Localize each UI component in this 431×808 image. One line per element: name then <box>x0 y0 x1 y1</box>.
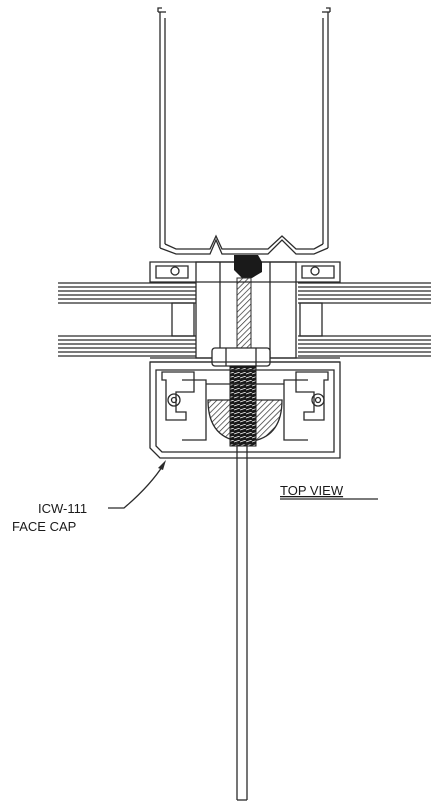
view-title: TOP VIEW <box>280 483 344 498</box>
face-cap-body <box>149 361 341 459</box>
glass-unit-left <box>58 282 196 357</box>
anchor-rod <box>236 442 248 801</box>
glass-unit-right <box>298 282 431 357</box>
part-number-label: ICW-111 <box>38 501 87 516</box>
leader-line <box>108 460 166 509</box>
nut-cup <box>207 395 283 445</box>
mullion-tube <box>157 7 331 255</box>
part-name-label: FACE CAP <box>12 519 76 534</box>
thermal-isolator <box>234 255 262 349</box>
